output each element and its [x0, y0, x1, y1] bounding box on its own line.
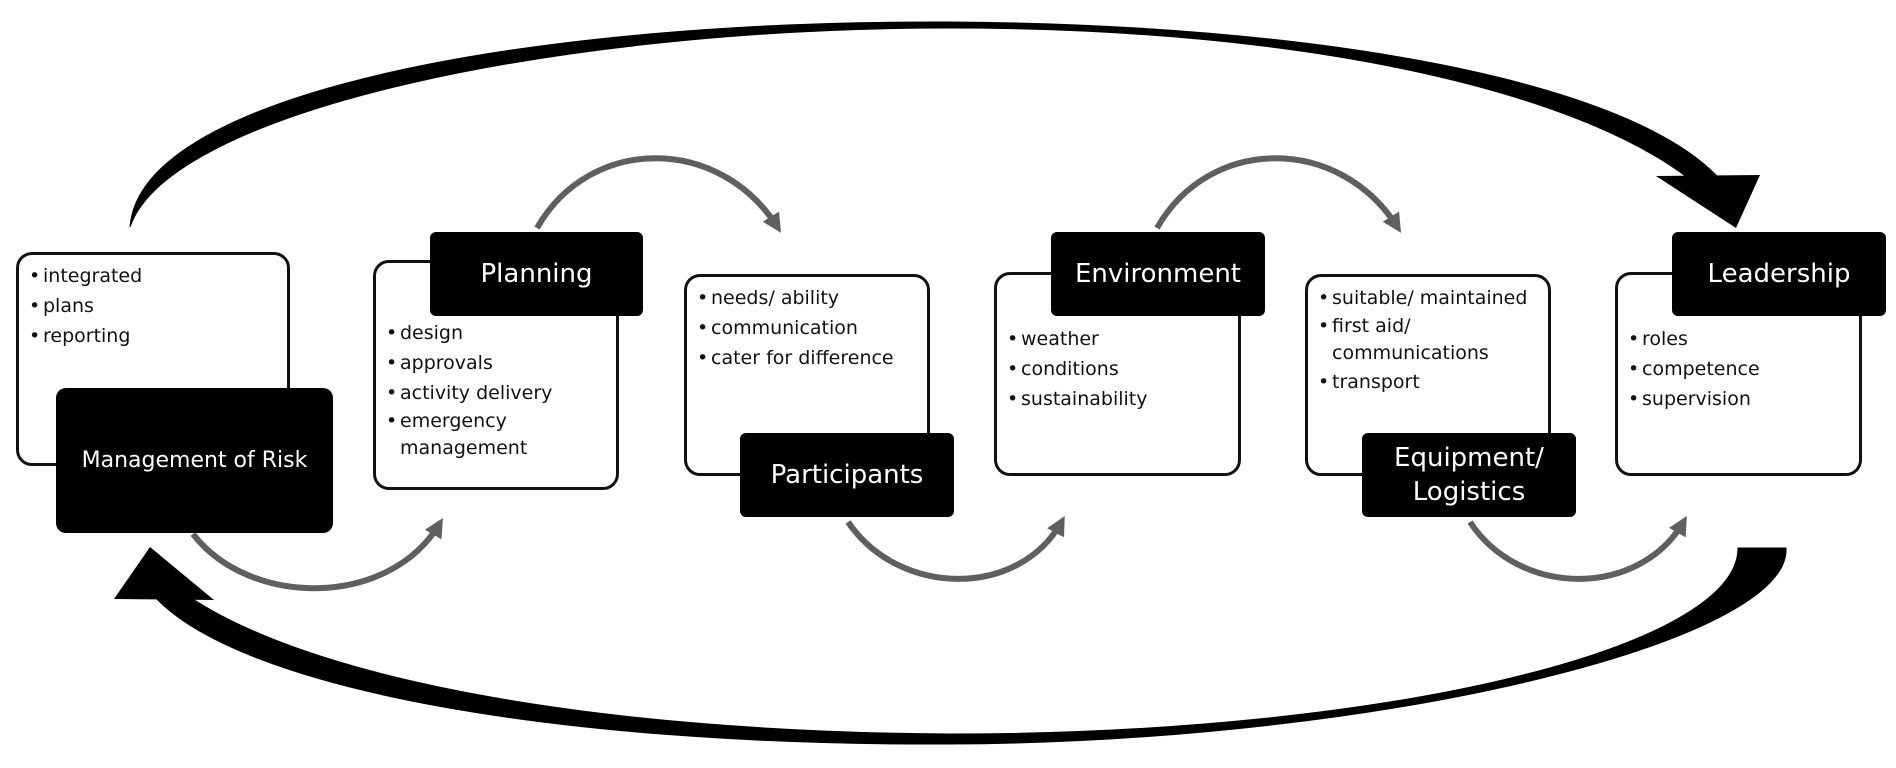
connector-arrow-participants-to-environment [845, 515, 1065, 582]
connector-arrow-environment-to-equipment [1154, 155, 1402, 233]
cycle-arrowhead-bottom [114, 547, 214, 600]
stage-title: Management of Risk [56, 388, 333, 533]
connector-arrow-equipment-to-leadership [1467, 516, 1687, 582]
cycle-arrow-bottom [114, 547, 1787, 745]
stage-title: Planning [430, 232, 643, 316]
cycle-arrowhead-top [1656, 175, 1760, 228]
stage-title: Leadership [1672, 232, 1886, 316]
stage-bullet: sustainability [1007, 384, 1228, 414]
stage-bullet: reporting [29, 321, 287, 351]
stage-bullet: integrated [29, 261, 287, 291]
stage-bullet: emergency management [386, 408, 550, 462]
connector-arrow-planning-to-participants [534, 155, 782, 233]
cycle-arrow-top [129, 21, 1760, 228]
stage-bullet: cater for difference [697, 343, 917, 373]
stage-bullet: competence [1628, 354, 1849, 384]
stage-bullet: conditions [1007, 354, 1228, 384]
stage-bullet: weather [1007, 324, 1228, 354]
stage-bullet: transport [1318, 367, 1538, 397]
stage-bullet: plans [29, 291, 287, 321]
connector-arrow-risk-to-planning [190, 518, 443, 592]
stage-bullet: first aid/ communications [1318, 313, 1507, 367]
stage-bullet: activity delivery [386, 378, 606, 408]
stage-bullet: design [386, 318, 606, 348]
stage-bullet: suitable/ maintained [1318, 283, 1538, 313]
stage-title: Environment [1051, 232, 1265, 316]
stage-bullet: approvals [386, 348, 606, 378]
stage-title: Equipment/ Logistics [1362, 433, 1576, 517]
stage-bullet: communication [697, 313, 917, 343]
stage-bullet: supervision [1628, 384, 1849, 414]
stage-title: Participants [740, 433, 954, 517]
stage-bullet: roles [1628, 324, 1849, 354]
stage-bullet: needs/ ability [697, 283, 917, 313]
